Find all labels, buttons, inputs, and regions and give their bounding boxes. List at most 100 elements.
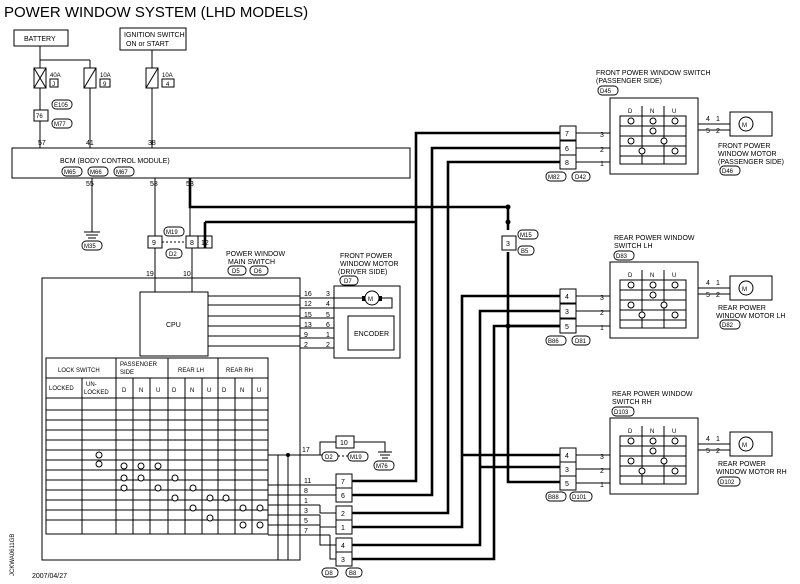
svg-text:7: 7 [304, 528, 308, 535]
svg-text:M65: M65 [64, 170, 76, 176]
svg-text:M82: M82 [548, 175, 560, 181]
svg-text:D: D [172, 388, 177, 394]
svg-text:U: U [156, 388, 160, 394]
svg-text:D7: D7 [344, 279, 352, 285]
side-code: JCKWA0611GB [10, 534, 16, 576]
svg-text:2: 2 [600, 468, 604, 475]
svg-text:M19: M19 [166, 230, 178, 236]
svg-text:2: 2 [716, 448, 720, 455]
svg-text:U: U [672, 429, 676, 435]
svg-text:M: M [742, 287, 747, 293]
ignition-box [119, 27, 187, 51]
svg-text:D6: D6 [254, 269, 262, 275]
svg-text:MAIN SWITCH: MAIN SWITCH [228, 259, 275, 266]
svg-text:M: M [368, 297, 373, 303]
svg-text:11: 11 [304, 478, 311, 485]
svg-text:10: 10 [340, 440, 348, 447]
svg-text:1: 1 [716, 436, 720, 443]
svg-text:6: 6 [341, 493, 345, 500]
svg-text:3: 3 [506, 241, 510, 248]
svg-text:M: M [742, 443, 747, 449]
svg-text:M76: M76 [376, 464, 388, 470]
svg-text:10: 10 [183, 271, 191, 278]
ignition-label-1: IGNITION SWITCH [124, 32, 185, 39]
svg-text:D45: D45 [600, 89, 612, 95]
svg-text:4: 4 [706, 116, 710, 123]
svg-text:4: 4 [341, 543, 345, 550]
svg-text:8: 8 [190, 240, 194, 247]
date-label: 2007/04/27 [32, 573, 67, 580]
bcm-label: BCM (BODY CONTROL MODULE) [60, 158, 170, 165]
svg-text:7: 7 [341, 479, 345, 486]
svg-text:5: 5 [565, 481, 569, 488]
svg-text:REAR RH: REAR RH [226, 368, 253, 374]
svg-text:LOCK SWITCH: LOCK SWITCH [58, 368, 100, 374]
svg-text:5: 5 [706, 128, 710, 135]
fuse-40a: 40A J [33, 67, 61, 89]
svg-text:SIDE: SIDE [120, 370, 134, 376]
svg-text:1: 1 [600, 325, 604, 332]
svg-text:55: 55 [86, 181, 94, 188]
fuse-10a-4: 10A 4 [145, 67, 175, 89]
e105-connector [51, 99, 73, 110]
svg-text:1: 1 [716, 116, 720, 123]
svg-text:1: 1 [304, 498, 308, 505]
svg-text:J: J [52, 82, 55, 88]
svg-text:17: 17 [302, 447, 310, 454]
svg-text:D46: D46 [722, 169, 734, 175]
svg-text:M35: M35 [84, 244, 96, 250]
svg-text:U: U [257, 388, 261, 394]
svg-text:5: 5 [565, 324, 569, 331]
svg-text:B8: B8 [349, 571, 357, 577]
svg-text:(DRIVER SIDE): (DRIVER SIDE) [338, 269, 387, 276]
svg-text:15: 15 [304, 312, 312, 319]
m77-connector [51, 118, 73, 129]
svg-text:B86: B86 [548, 339, 559, 345]
svg-text:U: U [207, 388, 211, 394]
svg-text:LOCKED: LOCKED [84, 390, 109, 396]
svg-text:2: 2 [716, 128, 720, 135]
svg-text:3: 3 [304, 508, 308, 515]
svg-text:D82: D82 [722, 323, 734, 329]
svg-text:N: N [650, 429, 654, 435]
svg-text:40A: 40A [50, 73, 61, 79]
battery-label: BATTERY [24, 36, 56, 43]
svg-text:N: N [190, 388, 194, 394]
svg-text:N: N [650, 109, 654, 115]
svg-text:41: 41 [86, 140, 94, 147]
svg-text:3: 3 [341, 557, 345, 564]
svg-text:FRONT POWER: FRONT POWER [340, 253, 392, 260]
svg-text:4: 4 [706, 436, 710, 443]
svg-text:U: U [672, 109, 676, 115]
svg-text:D: D [628, 109, 633, 115]
svg-text:3: 3 [600, 132, 604, 139]
svg-text:10A: 10A [162, 73, 173, 79]
svg-text:E105: E105 [54, 103, 69, 109]
svg-text:3: 3 [565, 309, 569, 316]
svg-text:5: 5 [706, 292, 710, 299]
svg-text:WINDOW MOTOR LH: WINDOW MOTOR LH [716, 313, 785, 320]
svg-text:D: D [222, 388, 227, 394]
svg-text:M67: M67 [116, 170, 128, 176]
svg-text:2: 2 [326, 342, 330, 349]
ignition-label-2: ON or START [126, 41, 170, 48]
svg-text:REAR POWER: REAR POWER [718, 305, 766, 312]
svg-text:1: 1 [326, 332, 330, 339]
svg-text:3: 3 [600, 454, 604, 461]
svg-text:LOCKED: LOCKED [49, 386, 74, 392]
svg-text:13: 13 [304, 322, 312, 329]
svg-text:D: D [122, 388, 127, 394]
svg-text:D81: D81 [575, 339, 587, 345]
svg-text:4: 4 [326, 301, 330, 308]
svg-text:ENCODER: ENCODER [354, 331, 389, 338]
svg-text:1: 1 [600, 482, 604, 489]
svg-text:6: 6 [326, 322, 330, 329]
svg-text:PASSENGER: PASSENGER [120, 362, 158, 368]
svg-text:M66: M66 [90, 170, 102, 176]
svg-text:SWITCH LH: SWITCH LH [614, 243, 653, 250]
